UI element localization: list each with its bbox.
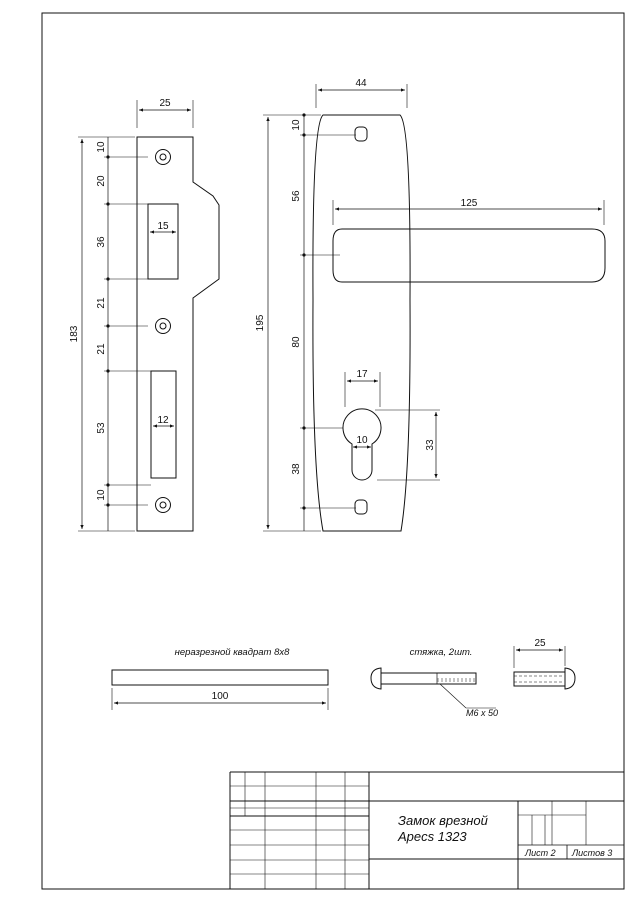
strike-seg-5: 21 [96,343,107,355]
handle-seg-2: 56 [291,190,302,202]
title-line-2: Apecs 1323 [397,829,467,844]
lever-length-label: 125 [461,198,478,209]
title-block [229,771,624,889]
handle-width-label: 44 [355,78,367,89]
handle-top-screw [354,126,368,142]
handle-backplate-outline [312,114,411,532]
sheet-frame [41,12,625,890]
cylinder-hole [342,408,382,481]
strike-seg-2: 20 [96,175,107,187]
cylinder-height-label: 33 [425,439,436,451]
strike-slot-top [147,203,179,280]
strike-slot-top-width: 15 [157,221,169,232]
strike-seg-7: 10 [96,489,107,501]
strike-slot-bottom-width: 12 [157,415,169,426]
cylinder-small-label: 10 [356,435,368,446]
screw-sleeve [513,671,566,687]
screw-head [370,667,382,690]
strike-seg-6: 53 [96,422,107,434]
handle-lever [332,228,606,283]
strike-plate-outline [136,136,220,532]
handle-bottom-screw [354,499,368,515]
screw-caption: стяжка, 2шт. [410,647,473,658]
square-bar-length: 100 [212,691,229,702]
screw-shank [380,672,477,685]
strike-plate-view [78,100,220,532]
square-bar-view [111,669,329,710]
handle-total-label: 195 [255,314,266,331]
title-line-1: Замок врезной [398,813,488,828]
strike-screw-hole-top [155,149,171,165]
strike-seg-1: 10 [96,141,107,153]
sheet-number: Лист 2 [524,848,556,858]
strike-seg-4: 21 [96,297,107,309]
strike-seg-3: 36 [96,236,107,248]
square-bar [111,669,329,686]
handle-seg-3: 80 [291,336,302,348]
handle-view [263,84,606,532]
handle-seg-1: 10 [291,119,302,131]
handle-seg-4: 38 [291,463,302,475]
square-bar-caption: неразрезной квадрат 8х8 [175,647,291,658]
strike-screw-hole-middle [155,318,171,334]
strike-screw-hole-bottom [155,497,171,513]
sleeve-length-label: 25 [534,638,546,649]
screw-spec: М6 х 50 [466,708,498,718]
cylinder-width-label: 17 [356,369,368,380]
strike-total-label: 183 [69,325,80,342]
sheets-total: Листов 3 [571,848,612,858]
strike-width-label: 25 [159,98,171,109]
strike-slot-bottom [150,370,177,479]
screw-view [370,646,576,709]
